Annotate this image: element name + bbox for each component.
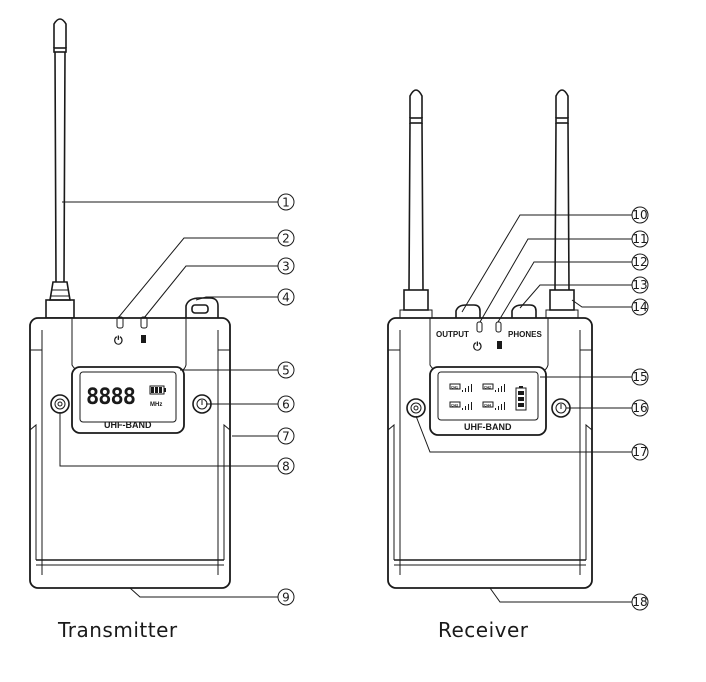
svg-text:11: 11 [632, 232, 647, 246]
channel-label-1: CH1 [451, 386, 458, 390]
channel-label-3: CH3 [451, 404, 458, 408]
callout-6: 6 [277, 395, 295, 413]
output-label: OUTPUT [436, 330, 469, 339]
transmitter-battery-led [140, 316, 148, 329]
svg-text:8: 8 [282, 460, 290, 474]
output-jack[interactable] [455, 304, 481, 320]
callout-18: 18 [631, 593, 649, 611]
transmitter-caption: Transmitter [57, 618, 178, 642]
receiver: OUTPUT PHONES ⏻ CH1 CH2 CH3 CH4 [387, 89, 593, 589]
receiver-battery-icon [497, 341, 502, 349]
svg-text:2: 2 [282, 232, 290, 246]
transmitter-top-switch[interactable] [185, 297, 219, 318]
callout-10: 10 [631, 206, 649, 224]
receiver-power-icon: ⏻ [473, 340, 482, 353]
svg-text:16: 16 [632, 401, 647, 415]
frequency-unit: MHz [150, 402, 162, 408]
power-icon: ⏻ [114, 334, 123, 347]
callout-12: 12 [631, 253, 649, 271]
receiver-body [387, 317, 593, 589]
receiver-caption: Receiver [438, 618, 529, 642]
svg-text:1: 1 [282, 196, 290, 210]
callout-4: 4 [277, 288, 295, 306]
svg-text:15: 15 [632, 370, 647, 384]
transmitter-antenna [45, 18, 75, 319]
svg-text:7: 7 [282, 430, 290, 444]
callout-16: 16 [631, 399, 649, 417]
callout-15: 15 [631, 368, 649, 386]
svg-text:18: 18 [632, 595, 647, 609]
callout-7: 7 [277, 427, 295, 445]
svg-text:14: 14 [632, 300, 647, 314]
callout-9: 9 [277, 588, 295, 606]
phones-label: PHONES [508, 330, 542, 339]
svg-text:3: 3 [282, 260, 290, 274]
phones-jack[interactable] [511, 304, 537, 320]
receiver-band-label: UHF-BAND [464, 422, 512, 432]
callout-1: 1 [277, 193, 295, 211]
callout-5: 5 [277, 361, 295, 379]
receiver-antenna-left [399, 89, 433, 321]
callout-2: 2 [277, 229, 295, 247]
callout-13: 13 [631, 276, 649, 294]
svg-text:12: 12 [632, 255, 647, 269]
callout-11: 11 [631, 230, 649, 248]
svg-text:9: 9 [282, 591, 290, 605]
receiver-power-led [476, 321, 483, 333]
svg-text:5: 5 [282, 364, 290, 378]
svg-text:10: 10 [632, 208, 647, 222]
channel-label-2: CH2 [484, 386, 491, 390]
frequency-digits: 8888 [86, 385, 135, 410]
callout-14: 14 [631, 298, 649, 316]
leader-lines [59, 201, 632, 603]
callout-8: 8 [277, 457, 295, 475]
transmitter-lcd-frame [71, 366, 185, 434]
svg-text:4: 4 [282, 291, 290, 305]
callout-markers: 1 2 3 4 5 6 7 8 9 10 11 12 13 14 15 16 1… [277, 193, 649, 611]
channel-label-4: CH4 [484, 404, 491, 408]
transmitter-power-led [116, 316, 124, 329]
callout-17: 17 [631, 443, 649, 461]
svg-text:6: 6 [282, 398, 290, 412]
channel-indicators: CH1 CH2 CH3 CH4 [449, 383, 505, 410]
receiver-battery-level-icon [515, 386, 527, 411]
svg-text:13: 13 [632, 278, 647, 292]
transmitter-band-label: UHF-BAND [104, 420, 152, 430]
battery-icon [141, 335, 146, 343]
svg-text:17: 17 [632, 445, 647, 459]
callout-3: 3 [277, 257, 295, 275]
